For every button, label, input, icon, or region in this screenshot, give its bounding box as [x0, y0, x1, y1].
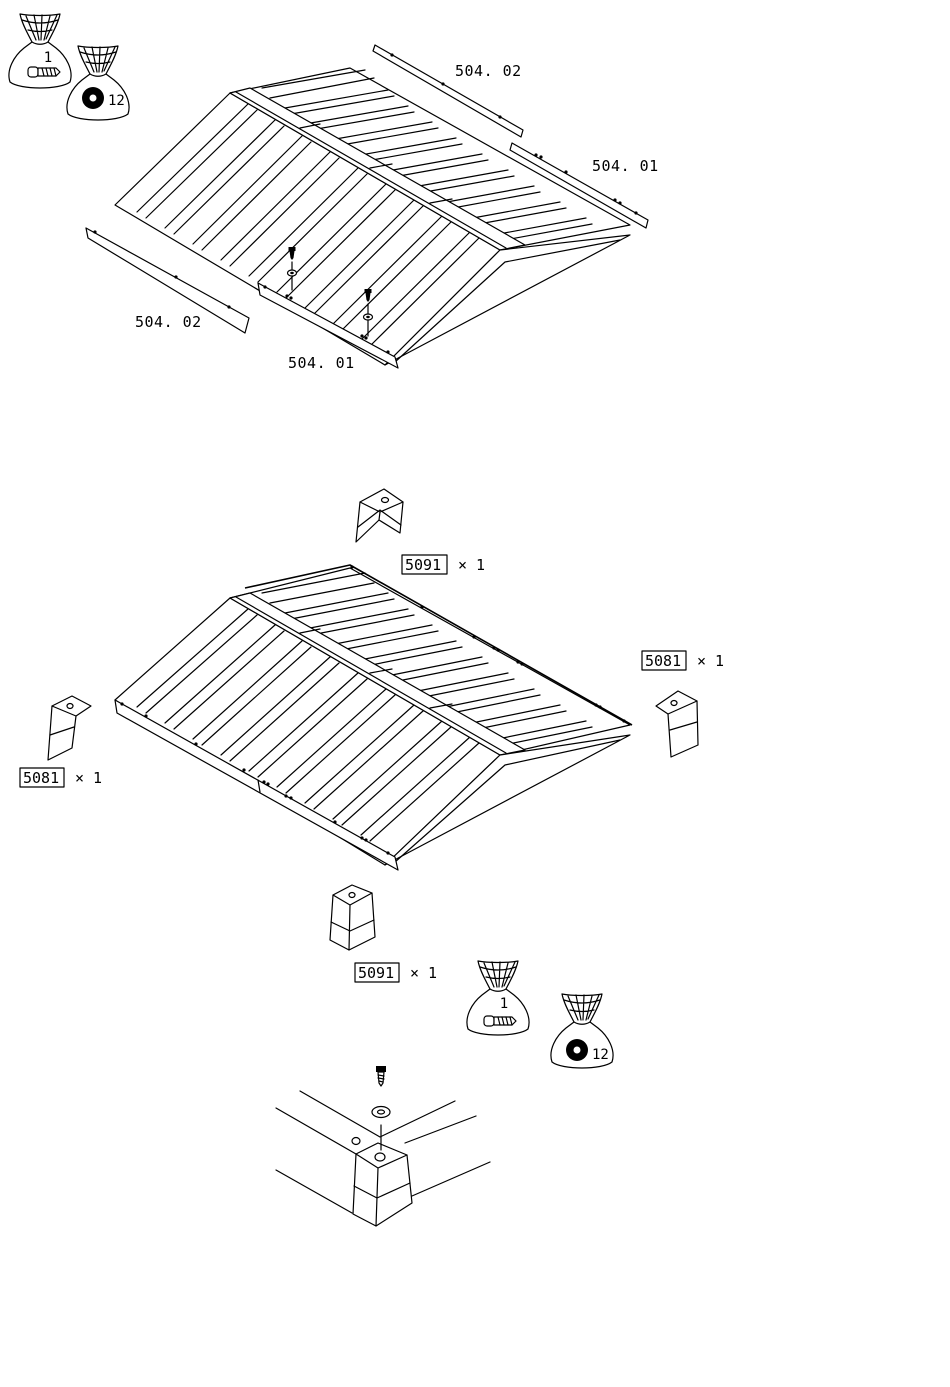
roof-panel-step2 [115, 565, 632, 870]
bag-washer-count-2: 12 [592, 1047, 609, 1063]
screw-bag-icon: 1 [9, 14, 71, 88]
cap-qty-bottom: × 1 [410, 964, 437, 982]
corner-cap-top [356, 489, 403, 542]
corner-cap-bottom [330, 885, 375, 950]
screw-bag-icon: 1 [467, 961, 529, 1035]
part-label-504-01-front: 504. 01 [288, 354, 355, 372]
bag-washer-count: 12 [108, 93, 125, 109]
cap-qty-left: × 1 [75, 769, 102, 787]
cap-qty-right: × 1 [697, 652, 724, 670]
part-label-504-02-left: 504. 02 [135, 313, 202, 331]
corner-cap-right [656, 691, 698, 757]
corner-detail [276, 1066, 490, 1226]
part-label-504-01-top: 504. 01 [592, 157, 659, 175]
cap-code-bottom: 5091 [358, 964, 394, 982]
bag-screw-count: 1 [44, 50, 52, 66]
bag-screw-count-2: 1 [500, 996, 508, 1012]
part-label-504-02-top: 504. 02 [455, 62, 522, 80]
washer-bag-icon: 12 [67, 46, 129, 120]
washer-icon [372, 1107, 390, 1118]
cap-code-top: 5091 [405, 556, 441, 574]
cap-code-right: 5081 [645, 652, 681, 670]
corner-cap-left [48, 696, 91, 760]
cap-code-left: 5081 [23, 769, 59, 787]
washer-bag-icon: 12 [551, 994, 613, 1068]
screw-icon [376, 1066, 386, 1086]
cap-qty-top: × 1 [458, 556, 485, 574]
